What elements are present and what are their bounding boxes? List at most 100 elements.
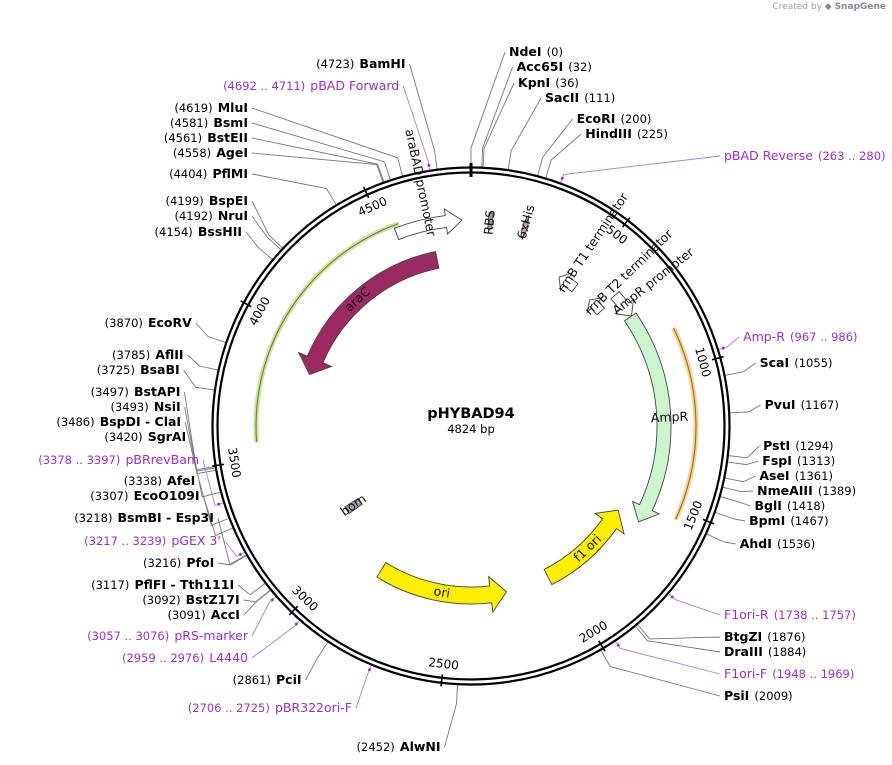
site-label-ecori[interactable]: EcoRI (200) [577, 108, 652, 127]
site-position-kpni: (36) [555, 76, 579, 90]
site-name-ndei: NdeI [509, 44, 542, 59]
feature-arac[interactable] [297, 251, 440, 376]
site-label-bgli[interactable]: BglI (1418) [754, 495, 825, 514]
site-label-psii[interactable]: PsiI (2009) [724, 685, 793, 704]
site-label-bamhi[interactable]: (4723) BamHI [316, 53, 405, 72]
site-label-nmeaiii[interactable]: NmeAIII (1389) [757, 480, 856, 499]
site-label-pvui[interactable]: PvuI (1167) [765, 394, 839, 413]
site-label-fspi[interactable]: FspI (1313) [762, 450, 835, 469]
site-label-aflii[interactable]: (3785) AflII [112, 344, 184, 363]
primer-leader-pbad-reverse [560, 155, 721, 184]
site-leader-bsteii [251, 137, 385, 183]
site-position-mlui: (4619) [174, 101, 212, 115]
site-label-bsmbi-esp3i[interactable]: (3218) BsmBI - Esp3I [74, 507, 214, 526]
primer-mark-pgex-3 [238, 552, 243, 557]
site-label-sacii[interactable]: SacII (111) [545, 87, 615, 106]
snapgene-credit: Created by ◆ SnapGene [772, 2, 886, 12]
primer-mark-pbr322ori-f [367, 668, 372, 672]
site-label-bsmi[interactable]: (4581) BsmI [170, 112, 248, 131]
primer-name-l4440: L4440 [209, 650, 248, 665]
site-leader-bstz17i [243, 589, 271, 603]
site-label-pfoi[interactable]: (3216) PfoI [143, 552, 214, 571]
tick-mark-2000 [598, 640, 606, 652]
site-label-sgrai[interactable]: (3420) SgrAI [104, 426, 186, 445]
feature-bom[interactable] [344, 497, 363, 515]
site-label-bstz17i[interactable]: (3092) BstZ17I [142, 589, 239, 608]
site-label-nrui[interactable]: (4192) NruI [174, 205, 248, 224]
primer-name-amp-r: Amp-R [743, 329, 785, 344]
site-label-kpni[interactable]: KpnI (36) [518, 72, 579, 91]
site-label-draiii[interactable]: DraIII (1884) [724, 641, 806, 660]
primer-label-f1ori-r[interactable]: F1ori-R (1738 .. 1757) [724, 604, 856, 623]
primer-label-pgex-3[interactable]: (3217 .. 3239) pGEX 3' [84, 530, 221, 549]
site-leader-pflfi-tth111i [237, 582, 266, 596]
site-label-ndei[interactable]: NdeI (0) [509, 41, 563, 60]
tick-mark-4500 [362, 186, 370, 199]
site-label-alwni[interactable]: (2452) AlwNI [357, 736, 441, 755]
primer-label-f1ori-f[interactable]: F1ori-F (1948 .. 1969) [724, 663, 854, 682]
site-label-bspdi-clai[interactable]: (3486) BspDI - ClaI [56, 411, 181, 430]
primer-label-l4440[interactable]: (2959 .. 2976) L4440 [122, 647, 248, 666]
site-position-bstz17i: (3092) [142, 593, 180, 607]
site-leader-alwni [444, 684, 458, 748]
site-label-nsii[interactable]: (3493) NsiI [110, 396, 180, 415]
site-label-hindiii[interactable]: HindIII (225) [585, 123, 668, 142]
primer-mark-f1ori-r [670, 595, 674, 599]
site-position-bspdi-clai: (3486) [56, 415, 94, 429]
site-label-mlui[interactable]: (4619) MluI [174, 97, 248, 116]
primer-label-prs-marker[interactable]: (3057 .. 3076) pRS-marker [87, 625, 249, 644]
site-label-psti[interactable]: PstI (1294) [763, 435, 833, 454]
site-label-bspei[interactable]: (4199) BspEI [166, 190, 248, 209]
site-label-bsabi[interactable]: (3725) BsaBI [97, 359, 180, 378]
feature-rrnb-t1-terminator[interactable] [558, 272, 579, 293]
site-label-agei[interactable]: (4558) AgeI [173, 142, 248, 161]
tick-mark-3500 [211, 463, 225, 467]
primer-name-pbr322ori-f: pBR322ori-F [275, 700, 352, 715]
tick-label-3500: 3500 [225, 446, 244, 478]
site-position-acc65i: (32) [568, 60, 592, 74]
primer-mark-f1ori-f [616, 643, 621, 647]
site-label-pcii[interactable]: (2861) PciI [233, 669, 302, 688]
site-label-scai[interactable]: ScaI (1055) [760, 352, 833, 371]
site-leader-bsmi [251, 122, 391, 181]
feature-ori[interactable] [376, 562, 508, 614]
site-leader-bspei [251, 200, 283, 249]
site-label-ahdi[interactable]: AhdI (1536) [740, 533, 816, 552]
primer-label-amp-r[interactable]: Amp-R (967 .. 986) [743, 326, 857, 345]
feature-ampr[interactable] [623, 312, 672, 523]
site-label-bpmi[interactable]: BpmI (1467) [749, 510, 829, 529]
site-label-bsshii[interactable]: (4154) BssHII [155, 221, 243, 240]
site-label-btgzi[interactable]: BtgZI (1876) [724, 626, 806, 645]
site-leader-hindiii [545, 133, 582, 179]
site-leader-psti [728, 445, 760, 459]
site-label-pflfi-tth111i[interactable]: (3117) PflFI - Tth111I [91, 574, 234, 593]
site-label-ecoo109i[interactable]: (3307) EcoO109I [90, 485, 199, 504]
feature-rrnb-t2-terminator[interactable] [586, 296, 605, 316]
site-position-acci: (3091) [167, 608, 205, 622]
feature-6xhis[interactable] [520, 215, 530, 240]
primer-label-pbad-forward[interactable]: (4692 .. 4711) pBAD Forward [223, 75, 399, 94]
site-position-pcii: (2861) [233, 673, 271, 687]
site-label-asei[interactable]: AseI (1361) [759, 465, 833, 484]
primer-label-pbrrevbam[interactable]: (3378 .. 3397) pBRrevBam [38, 449, 199, 468]
arac-region-highlight-line [255, 223, 399, 443]
primer-label-pbad-reverse[interactable]: pBAD Reverse (263 .. 280) [724, 145, 886, 164]
site-leader-ndei [470, 51, 506, 167]
site-name-scai: ScaI [760, 355, 790, 370]
site-label-ecorv[interactable]: (3870) EcoRV [105, 312, 193, 331]
site-label-bsteii[interactable]: (4561) BstEII [164, 127, 248, 146]
tick-mark-500 [621, 217, 631, 228]
feature-rbs[interactable] [487, 212, 494, 230]
primer-label-pbr322ori-f[interactable]: (2706 .. 2725) pBR322ori-F [188, 697, 352, 716]
site-label-acci[interactable]: (3091) AccI [167, 604, 240, 623]
site-position-bamhi: (4723) [316, 57, 354, 71]
feature-ampr-promoter[interactable] [610, 290, 635, 317]
site-leader-ecorv [195, 322, 226, 343]
site-label-acc65i[interactable]: Acc65I (32) [517, 56, 592, 75]
site-label-afei[interactable]: (3338) AfeI [124, 470, 196, 489]
feature-f1-ori[interactable] [543, 509, 625, 586]
site-name-bstapi: BstAPI [134, 384, 180, 399]
feature-arabad-promoter[interactable] [393, 208, 463, 241]
site-label-pflmi[interactable]: (4404) PflMI [169, 163, 248, 182]
site-label-bstapi[interactable]: (3497) BstAPI [91, 381, 181, 400]
